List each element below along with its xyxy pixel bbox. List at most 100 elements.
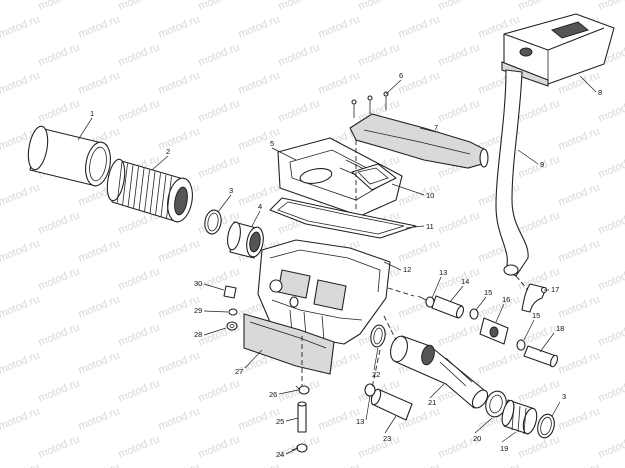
- filter-rib: [166, 176, 172, 219]
- watermark-text: motod.ru: [0, 209, 1, 236]
- leader-line: [385, 79, 402, 95]
- watermark-text: motod.ru: [0, 13, 41, 40]
- filter-rib: [144, 169, 150, 213]
- watermark-text: motod.ru: [37, 321, 82, 348]
- leader-line: [77, 117, 93, 141]
- callout-14: 14: [461, 277, 469, 286]
- watermark-text: motod.ru: [277, 97, 322, 124]
- watermark-text: motod.ru: [0, 0, 1, 13]
- leader-line: [285, 447, 299, 455]
- part-24-clamp: [291, 443, 308, 453]
- part-13-lower-clamp: [364, 383, 376, 397]
- callout-21: 21: [428, 398, 436, 407]
- watermark-text: motod.ru: [517, 377, 562, 404]
- callout-1: 1: [90, 109, 94, 118]
- part-23-hose: [370, 388, 413, 421]
- leader-line: [217, 194, 232, 213]
- callout-13: 13: [439, 268, 447, 277]
- watermark-text: motod.ru: [437, 41, 482, 68]
- watermark-text: motod.ru: [0, 265, 1, 292]
- watermark-text: motod.ru: [557, 405, 602, 432]
- callout-13-lower: 13: [356, 417, 364, 426]
- watermark-text: motod.ru: [477, 461, 522, 468]
- watermark-text: motod.ru: [557, 293, 602, 320]
- watermark-text: motod.ru: [517, 153, 562, 180]
- callout-2: 2: [166, 147, 170, 156]
- watermark-text: motod.ru: [277, 0, 322, 13]
- watermark-text: motod.ru: [0, 433, 1, 460]
- watermark-text: motod.ru: [117, 265, 162, 292]
- watermark-text: motod.ru: [0, 461, 41, 468]
- leader-line: [203, 283, 225, 291]
- watermark-text: motod.ru: [37, 209, 82, 236]
- watermark-text: motod.ru: [197, 97, 242, 124]
- watermark-text: motod.ru: [0, 349, 41, 376]
- watermark-text: motod.ru: [317, 13, 362, 40]
- watermark-text: motod.ru: [117, 433, 162, 460]
- part-8-intake-box: [501, 13, 615, 87]
- watermark-text: motod.ru: [197, 0, 242, 13]
- part-11-gasket: [269, 197, 417, 239]
- watermark-text: motod.ru: [77, 405, 122, 432]
- watermark-text: motod.ru: [37, 97, 82, 124]
- watermark-text: motod.ru: [197, 377, 242, 404]
- watermark-text: motod.ru: [157, 13, 202, 40]
- watermark-text: motod.ru: [357, 41, 402, 68]
- part-26-clamp: [295, 385, 310, 395]
- watermark-text: motod.ru: [317, 405, 362, 432]
- watermark-text: motod.ru: [77, 461, 122, 468]
- part-9-snorkel-tube: [495, 69, 529, 277]
- watermark-text: motod.ru: [357, 433, 402, 460]
- watermark-text: motod.ru: [197, 153, 242, 180]
- watermark-text: motod.ru: [37, 41, 82, 68]
- watermark-text: motod.ru: [237, 13, 282, 40]
- filter-rib: [133, 166, 139, 209]
- watermark-text: motod.ru: [0, 377, 1, 404]
- watermark-text: motod.ru: [77, 237, 122, 264]
- leader-line: [203, 310, 229, 313]
- leader-line: [384, 415, 397, 434]
- leader-line: [365, 395, 371, 421]
- leader-line: [251, 210, 261, 227]
- leader-line: [383, 261, 402, 271]
- leader-line: [203, 327, 227, 336]
- part-18-drain-tube: [523, 345, 559, 368]
- watermark-text: motod.ru: [0, 69, 41, 96]
- callout-3: 3: [229, 186, 233, 195]
- callout-10: 10: [426, 191, 434, 200]
- leader-line: [517, 149, 539, 165]
- watermark-text: motod.ru: [237, 69, 282, 96]
- leader-line: [539, 332, 555, 353]
- leader-line: [475, 296, 487, 311]
- watermark-text: motod.ru: [557, 461, 602, 468]
- callout-29: 29: [194, 306, 202, 315]
- leader-line: [151, 155, 169, 171]
- watermark-text: motod.ru: [0, 405, 41, 432]
- watermark-text: motod.ru: [0, 41, 1, 68]
- watermark-text: motod.ru: [517, 209, 562, 236]
- part-7-snorkel-duct: [349, 113, 489, 169]
- filter-rib: [149, 171, 156, 214]
- watermark-text: motod.ru: [437, 209, 482, 236]
- callout-4: 4: [258, 202, 262, 211]
- watermark-text: motod.ru: [437, 0, 482, 13]
- part-21-outlet-duct: [390, 335, 489, 409]
- part-29-grommet: [228, 308, 238, 316]
- leader-line: [474, 417, 493, 434]
- watermark-text: motod.ru: [197, 41, 242, 68]
- filter-rib: [160, 174, 167, 217]
- watermark-text: motod.ru: [357, 0, 402, 13]
- leader-line: [551, 401, 561, 417]
- callout-27: 27: [235, 367, 243, 376]
- leader-line: [523, 319, 535, 341]
- leader-line: [373, 347, 379, 371]
- leader-line: [278, 389, 299, 395]
- part-2-air-filter: [106, 158, 193, 223]
- part-16-fitting: [479, 317, 509, 345]
- watermark-text: motod.ru: [157, 125, 202, 152]
- watermark-text: motod.ru: [397, 237, 442, 264]
- watermark-text: motod.ru: [197, 433, 242, 460]
- callout-12: 12: [403, 265, 411, 274]
- leader-line: [495, 303, 505, 323]
